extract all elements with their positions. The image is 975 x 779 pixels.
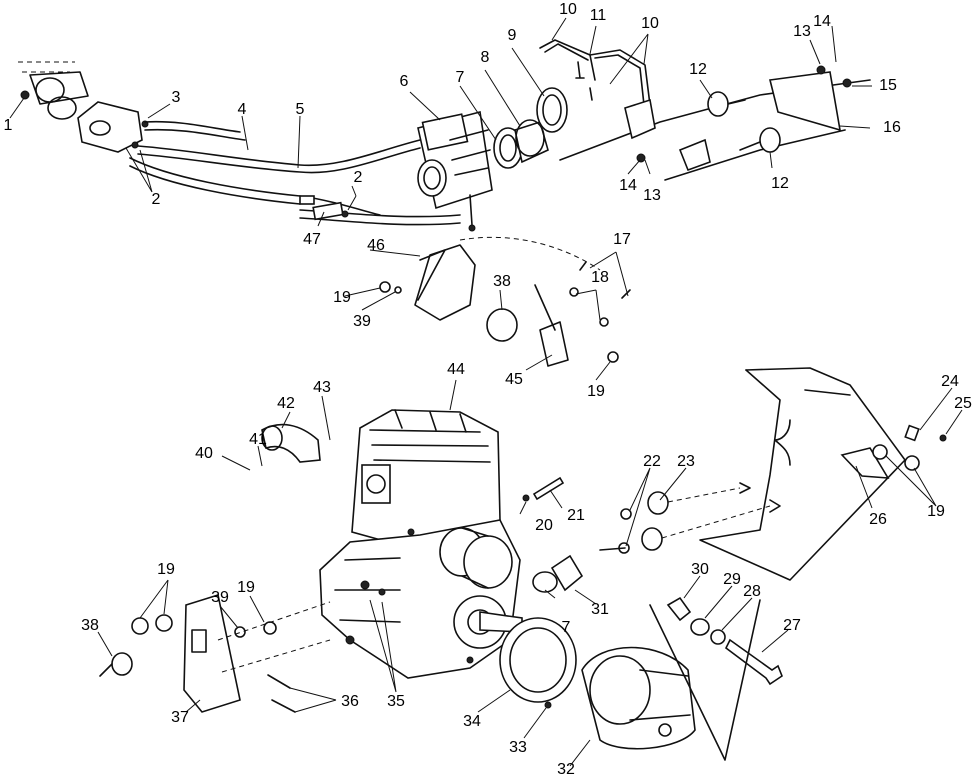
callout-40: 40 (195, 445, 213, 462)
leader-lines (9, 17, 963, 767)
bolt-set-27-30 (649, 596, 783, 761)
callout-15: 15 (879, 77, 897, 94)
callout-12: 12 (689, 61, 707, 78)
callout-34: 34 (463, 713, 481, 730)
callout-46: 46 (367, 237, 385, 254)
callout-36: 36 (341, 693, 359, 710)
callout-12: 12 (771, 175, 789, 192)
callout-19: 19 (237, 579, 255, 596)
callout-5: 5 (296, 101, 305, 118)
callout-14: 14 (619, 177, 637, 194)
callout-17: 17 (613, 231, 631, 248)
left-engine-plate (99, 593, 331, 713)
pin-21 (522, 476, 565, 502)
callout-20: 20 (535, 517, 553, 534)
callout-37: 37 (171, 709, 189, 726)
callout-1: 1 (4, 117, 13, 134)
callout-42: 42 (277, 395, 295, 412)
callout-13: 13 (643, 187, 661, 204)
callout-38: 38 (81, 617, 99, 634)
engine (261, 409, 523, 679)
callout-8: 8 (481, 49, 490, 66)
callout-21: 21 (567, 507, 585, 524)
callout-13: 13 (793, 23, 811, 40)
callout-7: 7 (456, 69, 465, 86)
callout-45: 45 (505, 371, 523, 388)
callout-43: 43 (313, 379, 331, 396)
coupler-31 (532, 554, 584, 593)
center-mount-brackets (379, 236, 631, 367)
callout-23: 23 (677, 453, 695, 470)
callout-4: 4 (238, 101, 247, 118)
callout-41: 41 (249, 431, 267, 448)
callout-19: 19 (927, 503, 945, 520)
callout-27: 27 (783, 617, 801, 634)
callout-19: 19 (333, 289, 351, 306)
intake-boots (493, 87, 568, 169)
callout-39: 39 (353, 313, 371, 330)
callout-35: 35 (387, 693, 405, 710)
callout-14: 14 (813, 13, 831, 30)
callout-6: 6 (400, 73, 409, 90)
callout-11: 11 (590, 7, 607, 24)
vent-tubes (539, 39, 651, 106)
callout-9: 9 (508, 27, 517, 44)
callout-44: 44 (447, 361, 465, 378)
callout-10: 10 (641, 15, 659, 32)
callout-25: 25 (954, 395, 972, 412)
callout-32: 32 (557, 761, 575, 778)
callout-30: 30 (691, 561, 709, 578)
fuel-lines (129, 120, 461, 226)
callout-labels: 1 2 2 3 4 5 6 7 7 8 9 10 10 11 12 12 13 … (4, 1, 972, 778)
callout-26: 26 (869, 511, 887, 528)
callout-10: 10 (559, 1, 577, 18)
callout-2: 2 (354, 169, 363, 186)
carburetor (417, 111, 493, 232)
callout-7: 7 (562, 619, 571, 636)
callout-33: 33 (509, 739, 527, 756)
callout-18: 18 (591, 269, 609, 286)
callout-47: 47 (303, 231, 321, 248)
callout-16: 16 (883, 119, 901, 136)
mount-bolts-22-23 (599, 482, 781, 554)
callout-3: 3 (172, 89, 181, 106)
callout-19: 19 (157, 561, 175, 578)
callout-28: 28 (743, 583, 761, 600)
right-frame-plate (699, 367, 947, 581)
callout-24: 24 (941, 373, 959, 390)
callout-39: 39 (211, 589, 229, 606)
callout-2: 2 (152, 191, 161, 208)
callout-22: 22 (643, 453, 661, 470)
callout-19: 19 (587, 383, 605, 400)
drive-housing (499, 617, 696, 750)
callout-38: 38 (493, 273, 511, 290)
upper-engine-mount (559, 65, 871, 181)
callout-31: 31 (591, 601, 609, 618)
fuel-pump-assembly (18, 61, 149, 153)
callout-29: 29 (723, 571, 741, 588)
